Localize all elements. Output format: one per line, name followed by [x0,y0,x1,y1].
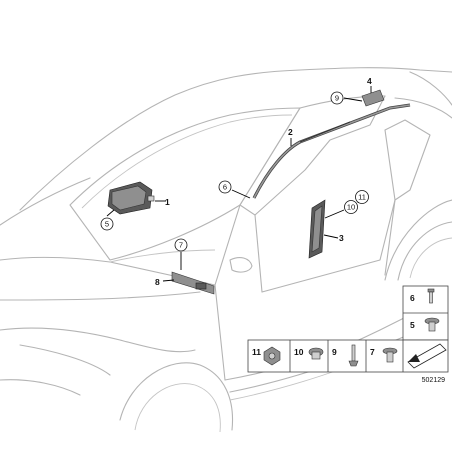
callout-5-circle: 5 [100,217,114,231]
callout-6-circle: 6 [218,180,232,194]
svg-text:6: 6 [223,183,227,192]
car-outline [0,67,452,433]
callout-2: 2 [288,127,293,137]
b-pillar-airbag-part [308,199,326,259]
fastener-panel-right: 6 5 [402,285,449,341]
callout-9-circle: 9 [330,91,344,105]
leader-lines [106,86,372,282]
panel-label-5: 5 [410,320,415,330]
airbag-bracket [361,89,385,107]
arrow-symbol [407,343,447,369]
screw-6 [427,288,435,304]
svg-text:11: 11 [358,193,366,202]
diagram-reference-number: 502129 [422,377,445,384]
panel-label-7: 7 [370,347,375,357]
svg-text:9: 9 [335,94,339,103]
screw-7 [382,347,398,363]
svg-text:10: 10 [347,203,355,212]
screw-5 [424,317,440,332]
nut-11 [263,346,281,366]
callout-1: 1 [165,197,170,207]
callout-8: 8 [155,277,160,287]
crash-sensor [171,271,215,295]
callout-10-circle: 10 [344,200,358,214]
panel-label-10: 10 [294,347,304,357]
callout-3: 3 [339,233,344,243]
callout-7-circle: 7 [174,238,188,252]
panel-label-11: 11 [252,347,261,357]
clip-9 [348,344,359,367]
svg-text:5: 5 [105,220,109,229]
callout-4: 4 [367,76,372,86]
fastener-panel-bottom: 11 10 9 7 [247,339,449,373]
callout-11-circle: 11 [355,190,369,204]
panel-label-9: 9 [332,347,337,357]
panel-label-6: 6 [410,293,415,303]
passenger-airbag-module [107,181,155,215]
curtain-airbag [252,103,411,199]
nut-10 [308,347,324,360]
svg-text:7: 7 [179,241,183,250]
